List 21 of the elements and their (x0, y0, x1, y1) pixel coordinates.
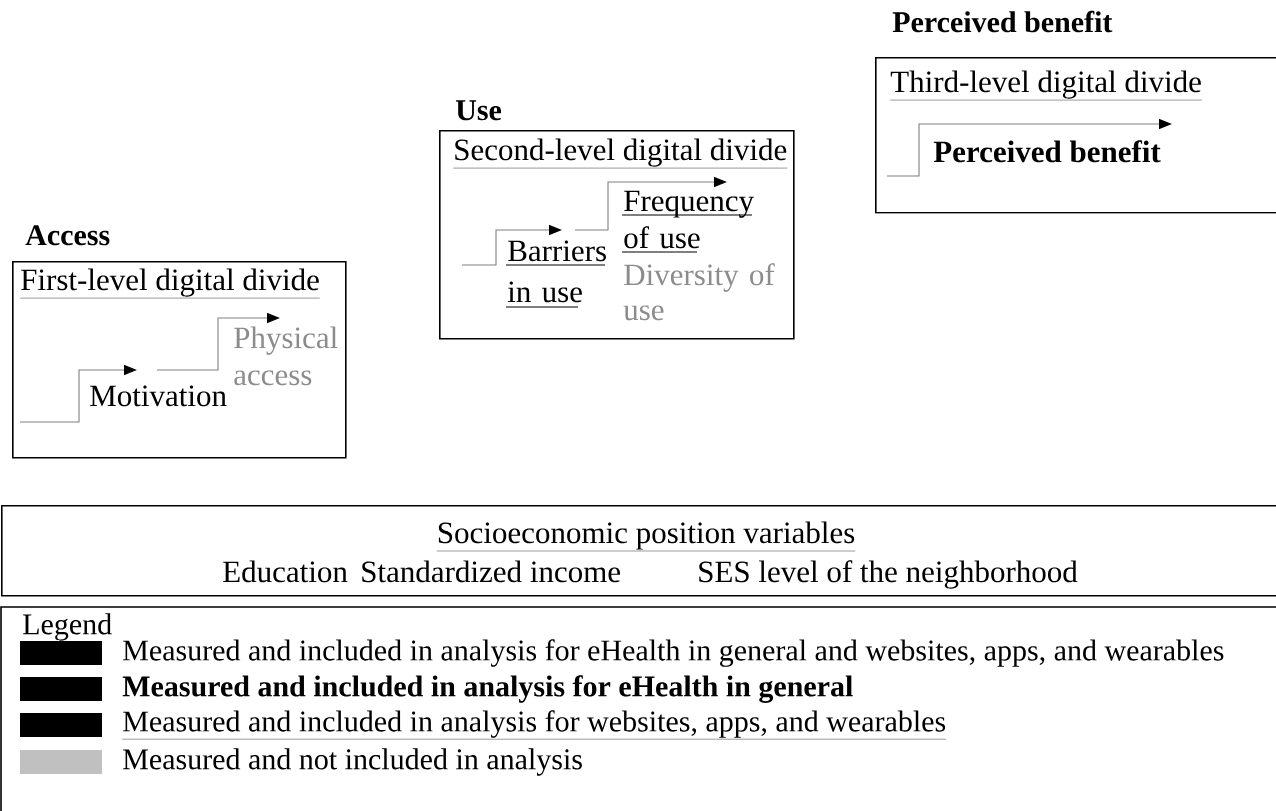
step-label: Perceived benefit (933, 140, 1161, 163)
legend-text: Measured and included in analysis for eHealth in general (122, 675, 853, 703)
subheading: First-level digital divide (20, 268, 320, 299)
subheading: Second-level digital divide (453, 138, 788, 169)
legend-text: Measured and included in analysis for eHealth in general and websites, apps, and wearables (123, 639, 1224, 667)
step-arrow (574, 176, 727, 231)
heading: Use (455, 100, 502, 121)
step-label: Motivation (90, 385, 227, 407)
step-label: Barriers in use (507, 240, 606, 303)
subheading: Third-level digital divide (890, 70, 1203, 101)
step-arrow (886, 118, 1172, 177)
step-arrow (461, 224, 562, 266)
legend-text: Measured and not included in analysis (123, 748, 582, 776)
heading: Access (25, 225, 110, 246)
step-label: Physical access (234, 326, 338, 386)
variables-box: Socioeconomic position variables Education Standardized income SES level of the neighborhood (1, 505, 1276, 597)
step-arrow (156, 312, 280, 371)
legend-text: Measured and included in analysis for websites, apps, and wearables (122, 710, 947, 740)
step-label: Diversity of use (623, 263, 775, 321)
step-label: Frequency of use (624, 190, 754, 249)
heading: Perceived benefit (892, 10, 1113, 33)
